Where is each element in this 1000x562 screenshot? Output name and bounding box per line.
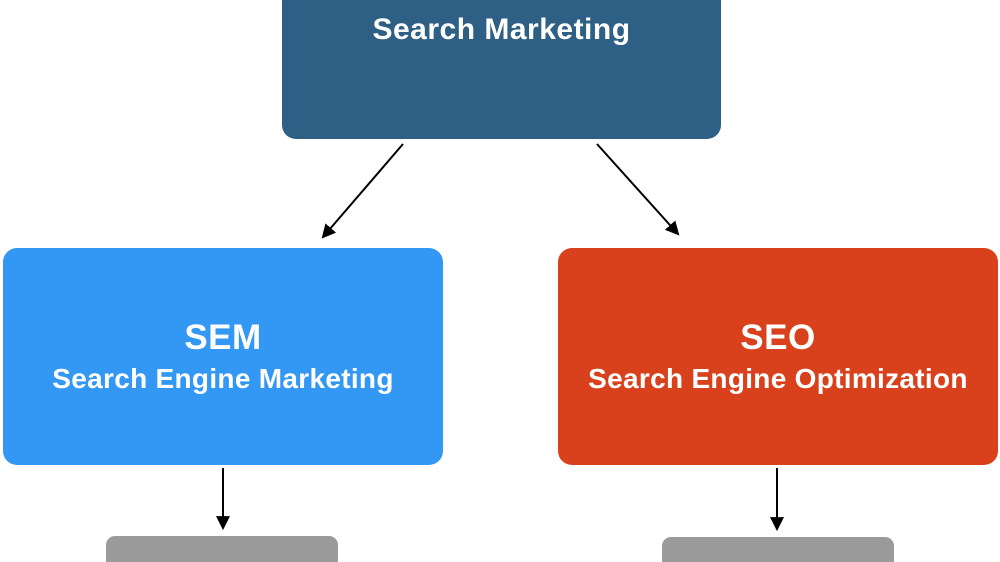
node-sem-child	[106, 536, 338, 562]
arrow-root-to-seo	[596, 143, 680, 236]
node-search-marketing-title: Search Marketing	[372, 12, 631, 46]
node-seo-child	[662, 537, 894, 562]
node-search-marketing: Search Marketing	[282, 0, 721, 139]
node-seo: SEO Search Engine Optimization	[558, 248, 998, 465]
arrow-root-to-sem	[321, 143, 404, 239]
node-sem-label: Search Engine Marketing	[52, 362, 394, 394]
node-sem: SEM Search Engine Marketing	[3, 248, 443, 465]
node-seo-abbr: SEO	[740, 317, 816, 357]
node-seo-label: Search Engine Optimization	[588, 362, 968, 394]
node-sem-abbr: SEM	[184, 317, 262, 357]
